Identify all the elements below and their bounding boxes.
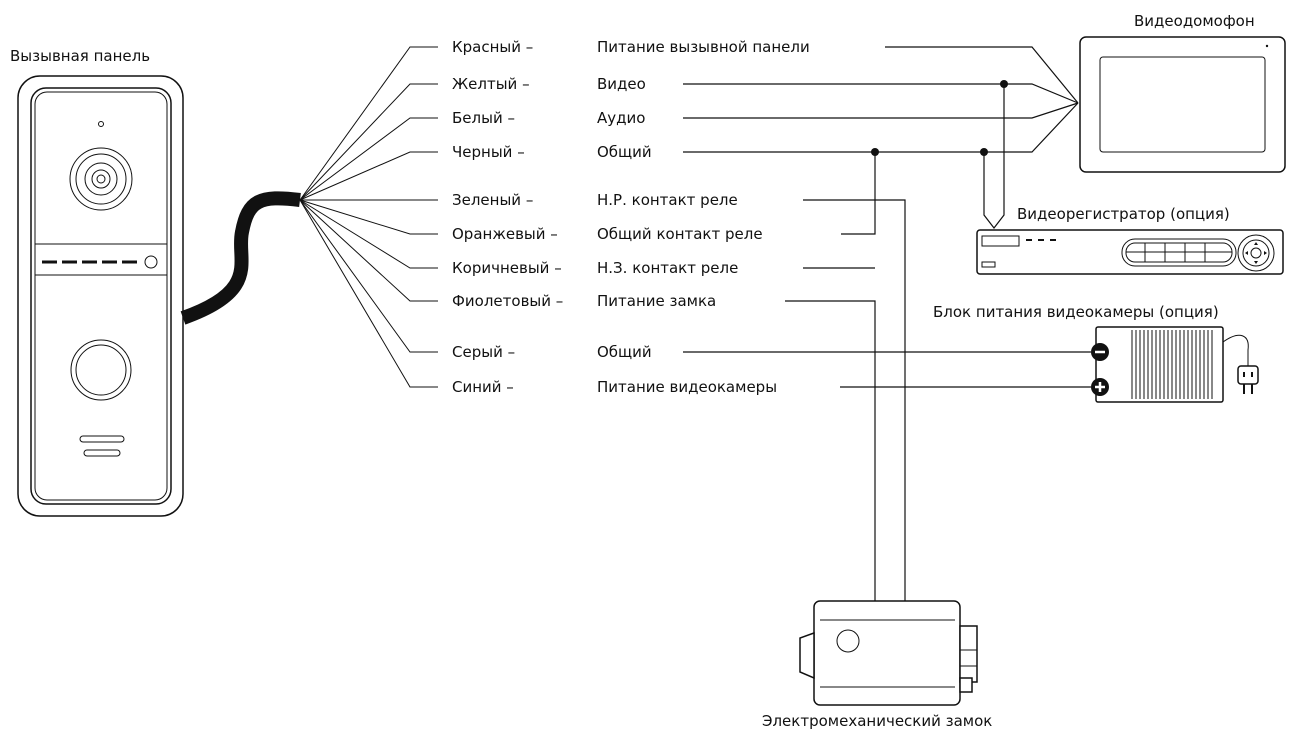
wire-color-label: Белый – (452, 109, 515, 127)
minus-terminal-icon (1091, 343, 1109, 361)
dvr-label: Видеорегистратор (опция) (1017, 205, 1230, 223)
psu-heatsink (1131, 330, 1213, 399)
lock (799, 600, 978, 706)
dvr-button-panel-icon (1121, 238, 1237, 267)
power-plug-icon (1237, 365, 1259, 394)
wire-8 (299, 199, 438, 302)
wire-color-label: Оранжевый – (452, 225, 558, 243)
wire-3 (299, 117, 438, 201)
wire-function-label: Видео (597, 75, 646, 93)
wire-function-label: Н.З. контакт реле (597, 259, 738, 277)
dvr-display-icon (981, 235, 1020, 247)
microphone-icon (98, 121, 104, 127)
wire-color-label: Коричневый – (452, 259, 562, 277)
wire-9 (299, 199, 438, 353)
light-sensor-icon (144, 255, 158, 269)
wire-4 (299, 151, 438, 201)
wire-color-label: Зеленый – (452, 191, 533, 209)
wire-function-label: Питание видеокамеры (597, 378, 777, 396)
monitor (1079, 36, 1286, 173)
wire-function-label: Аудио (597, 109, 645, 127)
dvr (976, 229, 1284, 275)
monitor-indicator-icon (1265, 44, 1269, 48)
wire-function-label: Питание вызывной панели (597, 38, 810, 56)
wire-color-label: Желтый – (452, 75, 530, 93)
wire-function-label: Общий контакт реле (597, 225, 763, 243)
connections (683, 46, 1091, 601)
plus-terminal-icon (1091, 378, 1109, 396)
wire-color-label: Красный – (452, 38, 533, 56)
dvr-jog-dial-icon (1237, 234, 1275, 272)
cable (180, 191, 301, 325)
wire-1 (299, 46, 438, 201)
wire-color-label: Фиолетовый – (452, 292, 563, 310)
wire-fanout (299, 46, 438, 388)
call-panel (17, 75, 184, 517)
monitor-label: Видеодомофон (1134, 12, 1255, 30)
wire-color-label: Черный – (452, 143, 525, 161)
camera-lens-icon (69, 147, 133, 211)
lock-label: Электромеханический замок (762, 712, 992, 730)
wire-10 (299, 199, 438, 388)
wire-color-label: Синий – (452, 378, 514, 396)
speaker-icon (79, 435, 125, 457)
call-button-icon (70, 339, 132, 401)
call-panel-label: Вызывная панель (10, 47, 150, 65)
camera-psu (1091, 326, 1259, 403)
camera-psu-label: Блок питания видеокамеры (опция) (933, 303, 1219, 321)
wire-color-label: Серый – (452, 343, 515, 361)
wire-6 (299, 199, 438, 235)
wire-function-label: Общий (597, 343, 652, 361)
wire-function-label: Н.Р. контакт реле (597, 191, 738, 209)
usb-port-icon (981, 261, 996, 268)
wire-function-label: Общий (597, 143, 652, 161)
wire-7 (299, 199, 438, 269)
wire-function-label: Питание замка (597, 292, 716, 310)
wire-2 (299, 83, 438, 201)
